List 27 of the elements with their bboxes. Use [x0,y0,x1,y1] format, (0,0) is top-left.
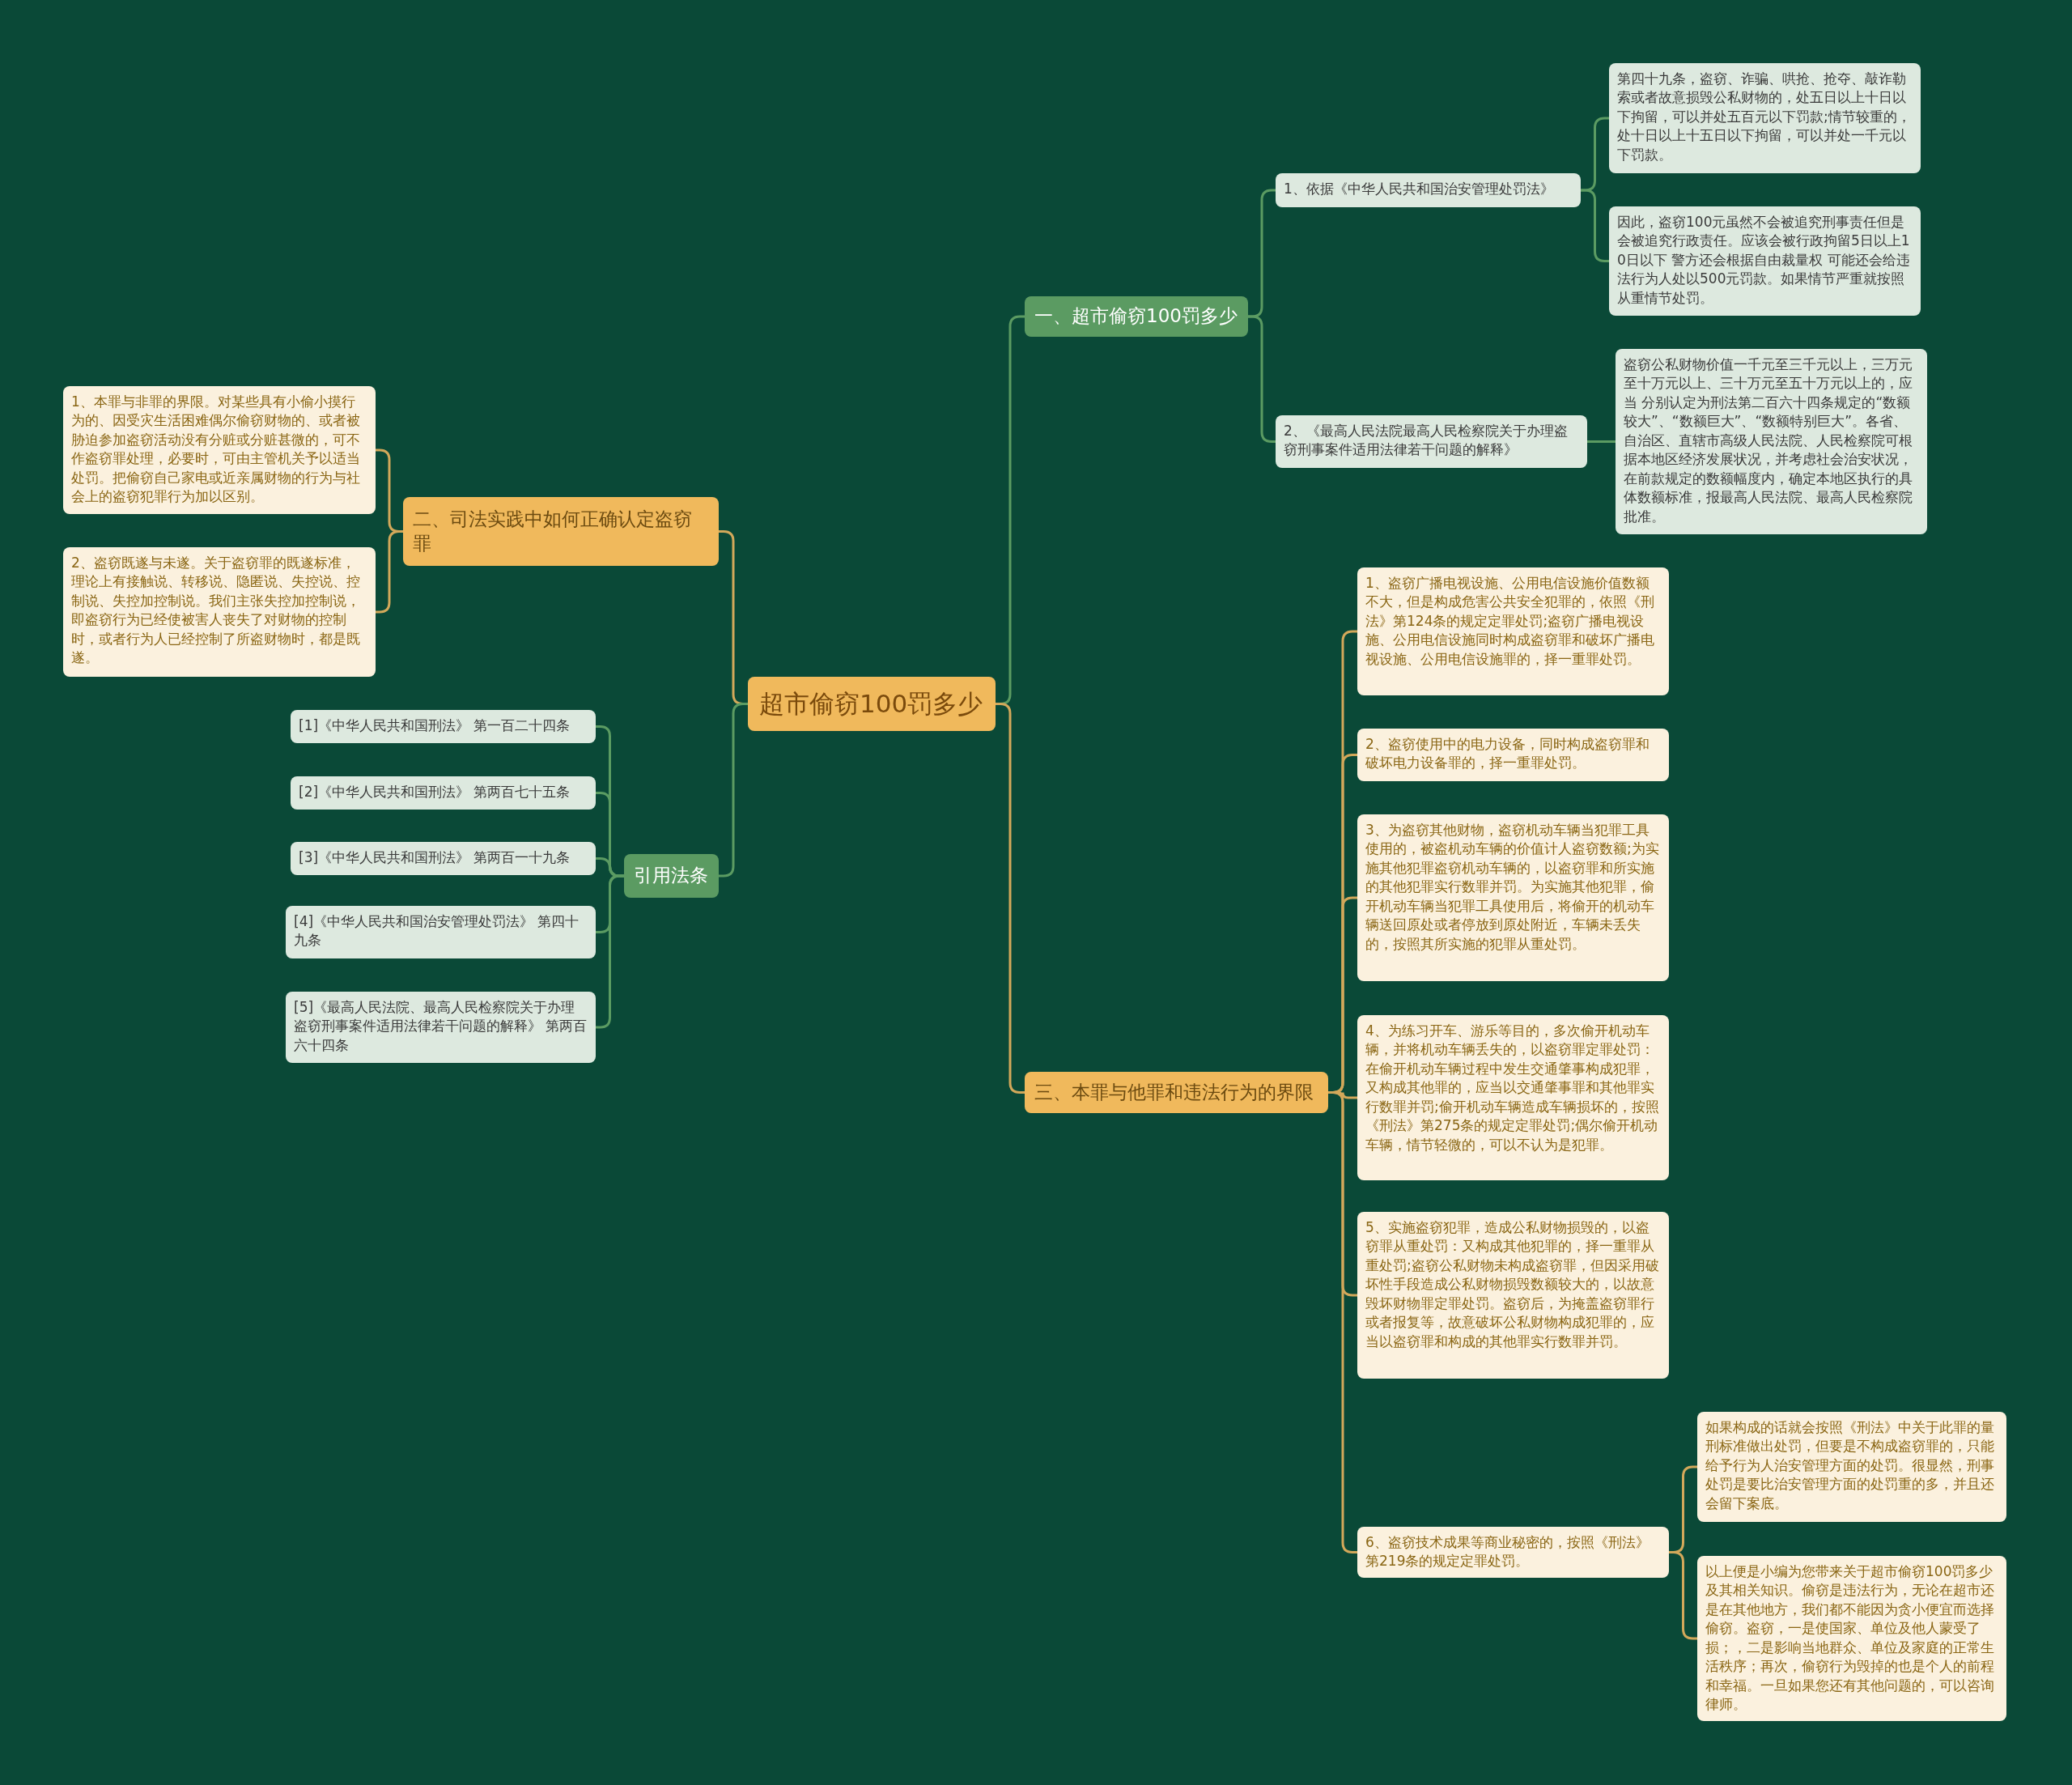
text-card: 第四十九条，盗窃、诈骗、哄抢、抢夺、敲诈勒索或者故意损毁公私财物的，处五日以上十日以下拘留，可以并处五百元以下罚款;情节较重的，处十日以上十五日以下拘留，可以并处一千元以下罚款。 [1609,63,1921,173]
central-topic-box: 超市偷窃100罚多少 [748,677,996,731]
text-card: 4、为练习开车、游乐等目的，多次偷开机动车辆，并将机动车辆丢失的，以盗窃罪定罪处罚：在偷开机动车辆过程中发生交通肇事构成犯罪，又构成其他罪的，应当以交通肇事罪和其他罪实行数罪并罚;偷开机动车辆造成车辆损坏的，按照《刑法》第275条的规定定罪处罚;偶尔偷开机动车辆，情节轻微的，可以不认为是犯罪。 [1357,1015,1669,1180]
text-card: 1、盗窃广播电视设施、公用电信设施价值数额不大，但是构成危害公共安全犯罪的，依照《刑法》第124条的规定定罪处罚;盗窃广播电视设施、公用电信设施同时构成盗窃罪和破坏广播电视设施、公用电信设施罪的，择一重罪处罚。 [1357,567,1669,695]
text-card: [3]《中华人民共和国刑法》 第两百一十九条 [291,842,596,875]
text-card: [4]《中华人民共和国治安管理处罚法》 第四十九条 [286,906,596,958]
text-card: 2、盗窃既遂与未遂。关于盗窃罪的既遂标准，理论上有接触说、转移说、隐匿说、失控说、控制说、失控加控制说。我们主张失控加控制说，即盗窃行为已经使被害人丧失了对财物的控制时，或者行为人已经控制了所盗财物时，都是既遂。 [63,547,376,677]
text-card: 盗窃公私财物价值一千元至三千元以上，三万元至十万元以上、三十万元至五十万元以上的，应当 分别认定为刑法第二百六十四条规定的“数额较大”、“数额巨大”、“数额特别巨大”。各省、自治区、直辖市高级人民法院、人民检察院可根据本地区经济发展状况，并考虑社会治安状况，在前款规定的数额幅度内，确定本地区执行的具体数额标准，报最高人民法院、最高人民检察院批准。 [1616,349,1927,534]
branch-topic-box: 引用法条 [624,854,719,898]
text-card: [1]《中华人民共和国刑法》 第一百二十四条 [291,710,596,743]
text-card: [2]《中华人民共和国刑法》 第两百七十五条 [291,776,596,810]
connector-line [1587,440,1616,443]
text-card: 1、依据《中华人民共和国治安管理处罚法》 [1276,173,1581,207]
text-card: 6、盗窃技术成果等商业秘密的，按照《刑法》第219条的规定定罪处罚。 [1357,1527,1669,1578]
text-card: 1、本罪与非罪的界限。对某些具有小偷小摸行为的、因受灾生活困难偶尔偷窃财物的、或者被胁迫参加盗窃活动没有分赃或分赃甚微的，可不作盗窃罪处理，必要时，可由主管机关予以适当处罚。把偷窃自己家电或近亲属财物的行为与社会上的盗窃犯罪行为加以区别。 [63,386,376,514]
branch-topic-box: 二、司法实践中如何正确认定盗窃罪 [403,497,719,566]
text-card: 2、《最高人民法院最高人民检察院关于办理盗窃刑事案件适用法律若干问题的解释》 [1276,415,1587,468]
text-card: 2、盗窃使用中的电力设备，同时构成盗窃罪和破坏电力设备罪的，择一重罪处罚。 [1357,729,1669,781]
text-card: 因此，盗窃100元虽然不会被追究刑事责任但是会被追究行政责任。应该会被行政拘留5日以上10日以下 警方还会根据自由裁量权 可能还会给违法行为人处以500元罚款。如果情节严重就按照从重情节处罚。 [1609,206,1921,316]
text-card: 如果构成的话就会按照《刑法》中关于此罪的量刑标准做出处罚，但要是不构成盗窃罪的，只能给予行为人治安管理方面的处罚。很显然，刑事处罚是要比治安管理方面的处罚重的多，并且还会留下案底。 [1697,1412,2006,1522]
text-card: 3、为盗窃其他财物，盗窃机动车辆当犯罪工具使用的，被盗机动车辆的价值计人盗窃数额;为实施其他犯罪盗窃机动车辆的，以盗窃罪和所实施的其他犯罪实行数罪并罚。为实施其他犯罪，偷开机动车辆当犯罪工具使用后，将偷开的机动车辆送回原处或者停放到原处附近，车辆未丢失的，按照其所实施的犯罪从重处罚。 [1357,814,1669,981]
text-card: 5、实施盗窃犯罪，造成公私财物损毁的，以盗窃罪从重处罚：又构成其他犯罪的，择一重罪从重处罚;盗窃公私财物未构成盗窃罪，但因采用破坏性手段造成公私财物损毁数额较大的，以故意毁坏财物罪定罪处罚。盗窃后，为掩盖盗窃罪行或者报复等，故意破坏公私财物构成犯罪的，应当以盗窃罪和构成的其他罪实行数罪并罚。 [1357,1212,1669,1379]
text-card: 以上便是小编为您带来关于超市偷窃100罚多少及其相关知识。偷窃是违法行为，无论在超市还是在其他地方，我们都不能因为贪小便宜而选择偷窃。盗窃，一是使国家、单位及他人蒙受了损；，二是影响当地群众、单位及家庭的正常生活秩序；再次，偷窃行为毁掉的也是个人的前程和幸福。一旦如果您还有其他问题的，可以咨询律师。 [1697,1556,2006,1721]
text-card: [5]《最高人民法院、最高人民检察院关于办理盗窃刑事案件适用法律若干问题的解释》 第两百六十四条 [286,992,596,1063]
branch-topic-box: 三、本罪与他罪和违法行为的界限 [1025,1072,1328,1113]
branch-topic-box: 一、超市偷窃100罚多少 [1025,296,1248,337]
connector-line [719,703,748,878]
